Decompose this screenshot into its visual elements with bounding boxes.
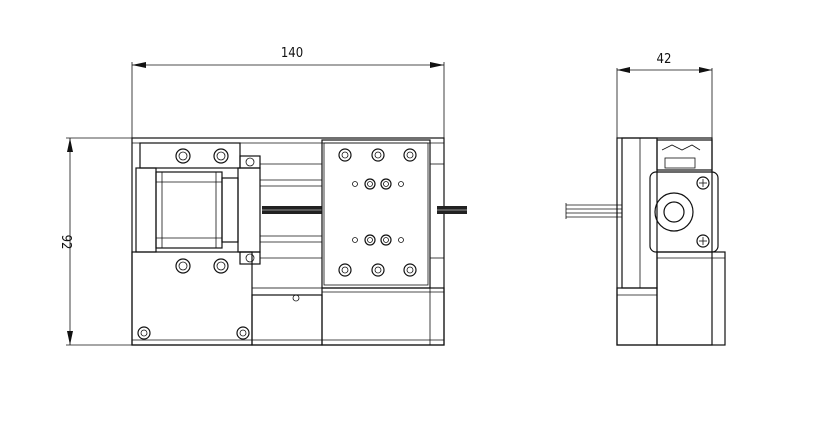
screw-icon bbox=[236, 326, 250, 340]
height-dimension: 92 bbox=[58, 137, 132, 346]
width-dimension-label: 140 bbox=[281, 46, 303, 61]
width-dimension: 140 bbox=[131, 46, 445, 138]
front-view: 140 92 bbox=[58, 46, 467, 346]
stepper-motor bbox=[135, 155, 261, 265]
screw-icon bbox=[696, 234, 710, 248]
screw-icon bbox=[213, 258, 229, 274]
screw-icon bbox=[696, 176, 710, 190]
screw-icon bbox=[175, 258, 191, 274]
motor-shaft bbox=[565, 203, 622, 219]
screw-icon bbox=[175, 148, 191, 164]
depth-dimension-label: 42 bbox=[657, 52, 672, 67]
screw-icon bbox=[213, 148, 229, 164]
height-dimension-label: 92 bbox=[58, 235, 73, 250]
motor-flange bbox=[649, 171, 719, 253]
lead-screw bbox=[262, 206, 467, 214]
screw-icon bbox=[137, 326, 151, 340]
side-view: 42 bbox=[565, 52, 726, 346]
depth-dimension: 42 bbox=[616, 52, 713, 138]
guide-rails bbox=[260, 163, 444, 259]
carriage bbox=[321, 139, 431, 289]
